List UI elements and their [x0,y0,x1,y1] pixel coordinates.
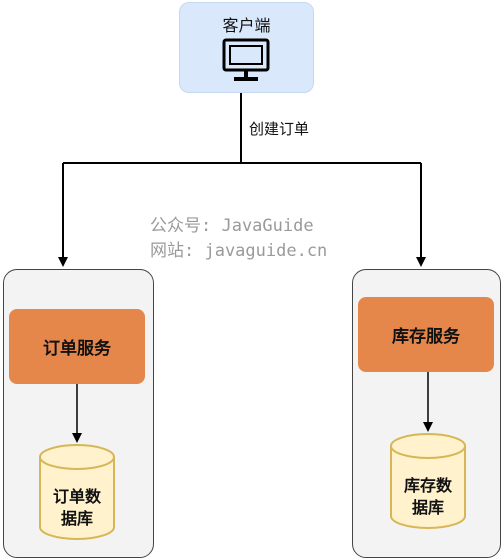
watermark-website: 网站: javaguide.cn [150,241,328,261]
stock-database-icon [390,433,466,529]
order-db-label: 订单数 据库 [52,487,101,528]
watermark-wechat: 公众号: JavaGuide [150,216,314,236]
stock-service-label: 库存服务 [392,327,460,347]
create-order-label: 创建订单 [249,120,310,138]
stock-service-node: 库存服务 [358,297,494,372]
monitor-icon [222,38,270,81]
order-service-node: 订单服务 [9,309,145,384]
order-database-icon [39,444,115,540]
client-label: 客户端 [222,16,271,35]
order-service-label: 订单服务 [43,339,111,359]
stock-db-label: 库存数 据库 [403,476,452,517]
